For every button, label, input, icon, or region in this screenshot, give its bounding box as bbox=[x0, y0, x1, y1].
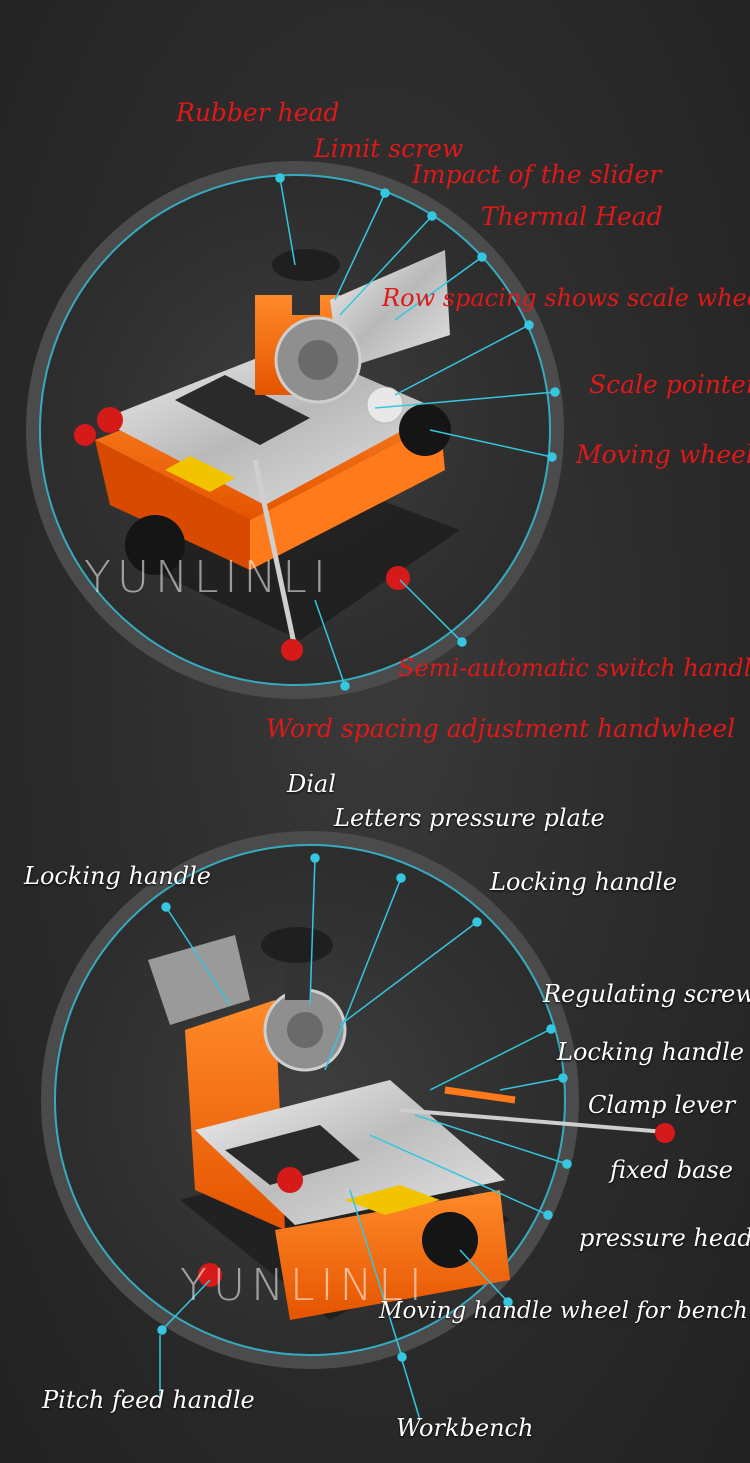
label-thermal-head: Thermal Head bbox=[481, 202, 663, 231]
label-pressure-head: pressure head bbox=[579, 1224, 750, 1252]
top-watermark: YUNLINLI bbox=[84, 552, 332, 603]
label-word-spacing-handwheel: Word spacing adjustment handwheel bbox=[266, 714, 736, 743]
top-diagram-illustration bbox=[26, 161, 564, 699]
label-moving-handle-wheel: Moving handle wheel for bench bbox=[379, 1298, 748, 1324]
top-machine bbox=[74, 249, 460, 661]
label-semi-auto-handle: Semi-automatic switch handle bbox=[398, 654, 750, 682]
label-slider-impact: Impact of the slider bbox=[412, 160, 662, 189]
label-workbench: Workbench bbox=[396, 1414, 534, 1442]
label-moving-wheel: Moving wheel bbox=[576, 440, 750, 469]
top-diagram-panel: YUNLINLI Rubber head Limit screw Impact … bbox=[26, 98, 750, 743]
label-limit-screw: Limit screw bbox=[314, 134, 464, 163]
bottom-leader-lines bbox=[157, 853, 572, 1421]
label-dial: Dial bbox=[287, 770, 336, 798]
label-locking-handle-left: Locking handle bbox=[24, 862, 211, 890]
bottom-watermark: YUNLINLI bbox=[180, 1260, 428, 1311]
label-clamp-lever: Clamp lever bbox=[588, 1091, 736, 1119]
label-locking-handle-right: Locking handle bbox=[490, 868, 677, 896]
label-row-spacing-wheel: Row spacing shows scale wheel bbox=[382, 284, 750, 312]
top-leader-lines bbox=[275, 173, 560, 691]
label-rubber-head: Rubber head bbox=[176, 98, 340, 127]
label-letters-pressure-plate: Letters pressure plate bbox=[334, 804, 605, 832]
label-regulating-screw: Regulating screw bbox=[543, 980, 750, 1008]
bottom-diagram-panel: YUNLINLI Dial Letters pressure plate Loc… bbox=[0, 760, 750, 1463]
label-scale-pointer: Scale pointer bbox=[589, 370, 750, 399]
label-locking-handle-mid: Locking handle bbox=[557, 1038, 744, 1066]
label-fixed-base: fixed base bbox=[610, 1156, 733, 1184]
label-pitch-feed-handle: Pitch feed handle bbox=[42, 1386, 255, 1414]
bottom-diagram-illustration bbox=[41, 831, 675, 1421]
